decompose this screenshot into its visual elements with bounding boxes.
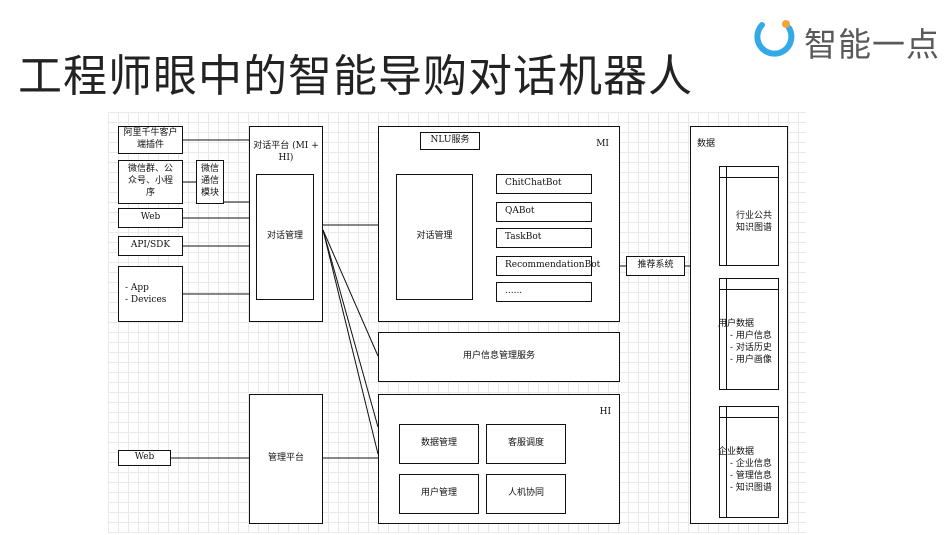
admin-platform-label: 管理平台 xyxy=(267,453,304,464)
app-label: - App xyxy=(125,283,149,293)
nlu-service-box: NLU服务 xyxy=(420,132,480,150)
user-data-item-3: - 用户画像 xyxy=(730,355,772,365)
user-data-title: 用户数据 xyxy=(718,319,755,329)
bot-chitchat-label: ChitChatBot xyxy=(505,178,562,188)
page-title: 工程师眼中的智能导购对话机器人 xyxy=(18,51,693,102)
data-mgmt-label: 数据管理 xyxy=(420,438,457,449)
bot-chitchat-box: ChitChatBot xyxy=(496,174,592,194)
enterprise-data-item-1: - 企业信息 xyxy=(730,459,772,469)
recommend-system-box: 推荐系统 xyxy=(626,256,685,276)
qianniu-plugin-label: 阿里千牛客户端插件 xyxy=(123,128,178,150)
recommend-system-label: 推荐系统 xyxy=(637,260,674,271)
qianniu-plugin-box: 阿里千牛客户端插件 xyxy=(118,126,183,154)
mi-label: MI xyxy=(596,139,609,149)
user-mgmt-box: 用户管理 xyxy=(399,474,479,514)
user-data-box: 用户数据 - 用户信息 - 对话历史 - 用户画像 xyxy=(718,278,779,390)
data-mgmt-box: 数据管理 xyxy=(399,424,479,464)
devices-label: - Devices xyxy=(125,294,167,305)
user-data-item-1: - 用户信息 xyxy=(730,331,772,341)
wechat-module-box: 微信通信模块 xyxy=(196,160,224,204)
mi-dialog-manager-box: 对话管理 xyxy=(396,174,473,300)
dialog-manager-label: 对话管理 xyxy=(266,231,303,242)
bot-qa-label: QABot xyxy=(505,206,535,216)
api-sdk-label: API/SDK xyxy=(130,240,171,251)
bot-qa-box: QABot xyxy=(496,202,592,222)
bot-task-box: TaskBot xyxy=(496,228,592,248)
wechat-channels-box: 微信群、公众号、小程序 xyxy=(118,160,183,204)
data-panel-label: 数据 xyxy=(697,139,716,149)
dialog-platform-title: 对话平台 (MI + HI) xyxy=(253,141,319,163)
bot-recommendation-box: RecommendationBot xyxy=(496,256,600,276)
dialog-manager-box: 对话管理 xyxy=(256,174,314,300)
app-devices-box: - App - Devices xyxy=(118,266,183,322)
api-sdk-box: API/SDK xyxy=(118,236,183,256)
mi-dialog-manager-label: 对话管理 xyxy=(416,231,453,242)
web-admin-channel-label: Web xyxy=(134,452,155,463)
logo-ring-arc xyxy=(754,22,795,57)
user-info-service-box: 用户信息管理服务 xyxy=(378,332,620,382)
admin-platform-box: 管理平台 xyxy=(249,394,323,524)
enterprise-data-item-2: - 管理信息 xyxy=(730,471,772,481)
hi-label: HI xyxy=(599,407,611,417)
bot-more-label: ...... xyxy=(505,286,523,296)
user-info-service-label: 用户信息管理服务 xyxy=(462,351,535,362)
wechat-channels-label: 微信群、公众号、小程序 xyxy=(127,164,173,198)
architecture-diagram: 阿里千牛客户端插件 微信群、公众号、小程序 微信通信模块 Web API/SDK… xyxy=(108,112,806,533)
bot-more-box: ...... xyxy=(496,282,592,302)
logo-ring-icon xyxy=(754,20,795,57)
human-machine-box: 人机协同 xyxy=(486,474,566,514)
bot-recommendation-label: RecommendationBot xyxy=(505,260,601,270)
web-channel-box: Web xyxy=(118,208,183,228)
web-admin-channel-box: Web xyxy=(118,450,171,466)
industry-kg-box: 行业公共知识图谱 xyxy=(719,166,779,266)
user-data-item-2: - 对话历史 xyxy=(730,343,772,353)
nlu-service-label: NLU服务 xyxy=(430,135,470,146)
cs-dispatch-box: 客服调度 xyxy=(486,424,566,464)
logo-ring-dot xyxy=(782,20,790,28)
industry-kg-label: 行业公共知识图谱 xyxy=(735,211,772,233)
logo-text: 智能一点 xyxy=(804,25,940,64)
human-machine-label: 人机协同 xyxy=(507,488,544,499)
wechat-module-label: 微信通信模块 xyxy=(201,164,220,198)
enterprise-data-box: 企业数据 - 企业信息 - 管理信息 - 知识图谱 xyxy=(718,406,779,518)
bot-task-label: TaskBot xyxy=(505,232,542,242)
web-channel-label: Web xyxy=(140,212,161,223)
user-mgmt-label: 用户管理 xyxy=(420,488,457,499)
logo: 智能一点 xyxy=(752,14,944,64)
cs-dispatch-label: 客服调度 xyxy=(507,438,544,449)
enterprise-data-title: 企业数据 xyxy=(718,447,755,457)
enterprise-data-item-3: - 知识图谱 xyxy=(730,483,772,493)
